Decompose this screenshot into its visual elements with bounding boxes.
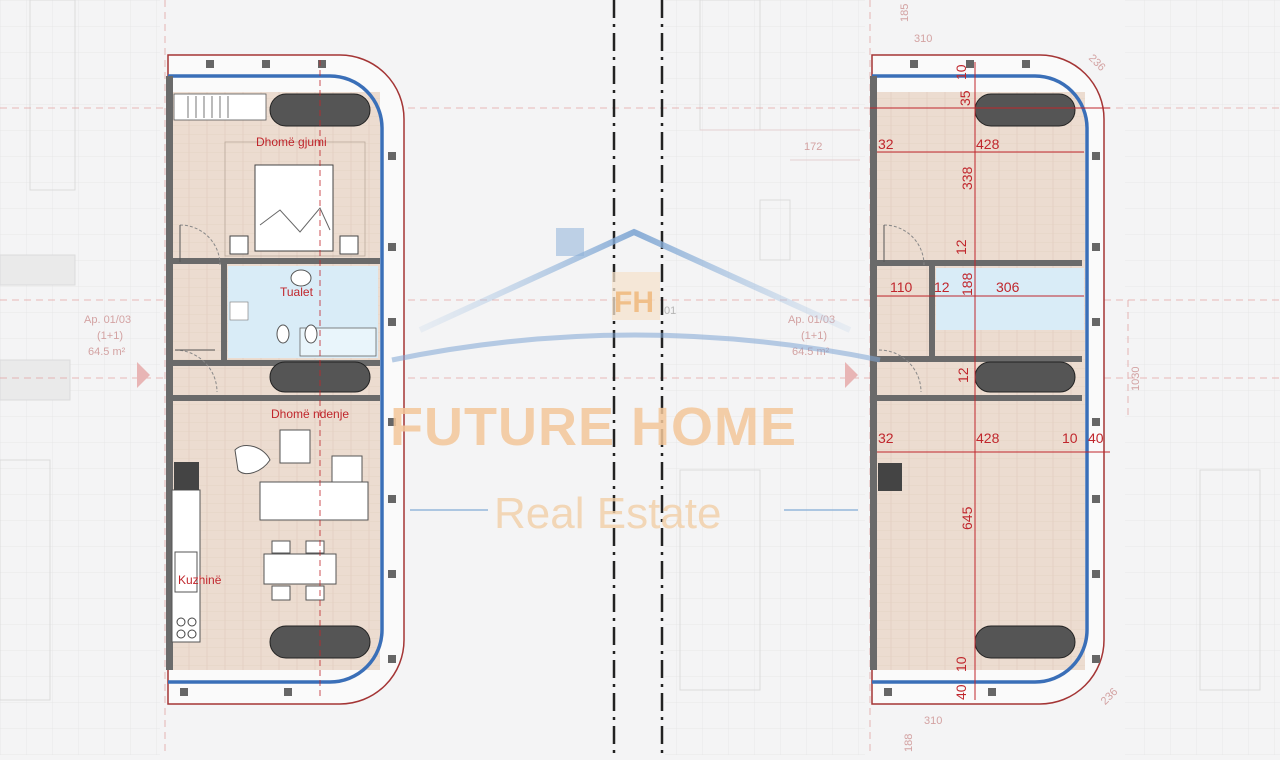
dim-wall-2: 12 — [934, 279, 950, 295]
dim-bed-left: 32 — [878, 136, 894, 152]
dim-bed-width: 428 — [976, 136, 1000, 152]
dim-living-width: 428 — [976, 430, 1000, 446]
outer-dim-left-bg: 172 — [804, 141, 822, 153]
facade-glass — [168, 74, 384, 684]
dim-top-gap-a: 35 — [957, 90, 973, 106]
future-home-watermark: FH 01 FUTURE HOME Real Estate — [390, 228, 881, 538]
logo-letters: FH — [614, 286, 654, 319]
dining-table — [263, 553, 337, 585]
dim-top-gap-b: 10 — [953, 64, 969, 80]
bidet — [304, 324, 318, 344]
roof-logo-icon — [418, 228, 852, 333]
dim-living-left: 32 — [878, 430, 894, 446]
room-label-living: Dhomë ndenje — [271, 407, 349, 421]
nightstand-left — [229, 235, 249, 255]
room-label-toilet: Tualet — [280, 285, 314, 299]
dim-hall-width: 110 — [890, 279, 913, 295]
dim-bottom-gap-b: 40 — [953, 684, 969, 700]
outer-dim-top-edge: 185 — [899, 4, 911, 22]
sink — [290, 269, 312, 287]
dimension-lines — [870, 62, 1110, 700]
dim-wall-1: 12 — [953, 239, 969, 255]
sofa — [259, 481, 369, 521]
watermark-title: FUTURE HOME — [390, 397, 797, 457]
right-tag-type: (1+1) — [801, 330, 827, 342]
outer-dim-bottom-edge: 188 — [903, 734, 915, 752]
left-tag-area: 64.5 m² — [88, 346, 126, 358]
outer-dim-bottom: 310 — [924, 715, 942, 727]
swoosh-icon — [391, 332, 881, 363]
dim-wall-3: 188 — [959, 272, 975, 296]
dim-bath-width: 306 — [996, 279, 1020, 295]
plant — [234, 445, 271, 475]
rug — [224, 141, 366, 257]
chimney-icon — [556, 228, 584, 256]
bed — [254, 164, 334, 252]
outer-dim-top: 310 — [914, 33, 932, 45]
room-label-bedroom: Dhomë gjumi — [256, 135, 327, 149]
left-tag-type: (1+1) — [97, 330, 123, 342]
nightstand-right — [339, 235, 359, 255]
fridge — [174, 462, 199, 490]
dim-bed-depth: 338 — [959, 166, 975, 190]
dim-wall-4: 12 — [955, 367, 971, 383]
dim-living-right-a: 10 — [1062, 430, 1078, 446]
watermark-subtitle: Real Estate — [494, 489, 721, 538]
right-apartment-plan: 35 10 32 428 338 12 110 12 188 306 12 32… — [788, 4, 1142, 752]
toilet — [276, 324, 290, 344]
dim-living-right-b: 40 — [1088, 430, 1104, 446]
left-apartment-plan: Dhomë gjumi Tualet Dhomë ndenje Kuzhinë … — [84, 54, 405, 705]
kitchen-sink — [174, 551, 198, 593]
logo-box — [612, 272, 660, 320]
outer-dim-side: 1030 — [1130, 367, 1142, 391]
left-tag-apartment: Ap. 01/03 — [84, 314, 131, 326]
bathroom-floor-right — [936, 268, 1084, 330]
dim-bottom-gap-a: 10 — [953, 656, 969, 672]
dim-living-depth: 645 — [959, 506, 975, 530]
armchair — [279, 429, 311, 464]
room-label-kitchen: Kuzhinë — [178, 573, 222, 587]
heater-middle — [269, 361, 371, 393]
logo-tag: 01 — [664, 305, 676, 317]
